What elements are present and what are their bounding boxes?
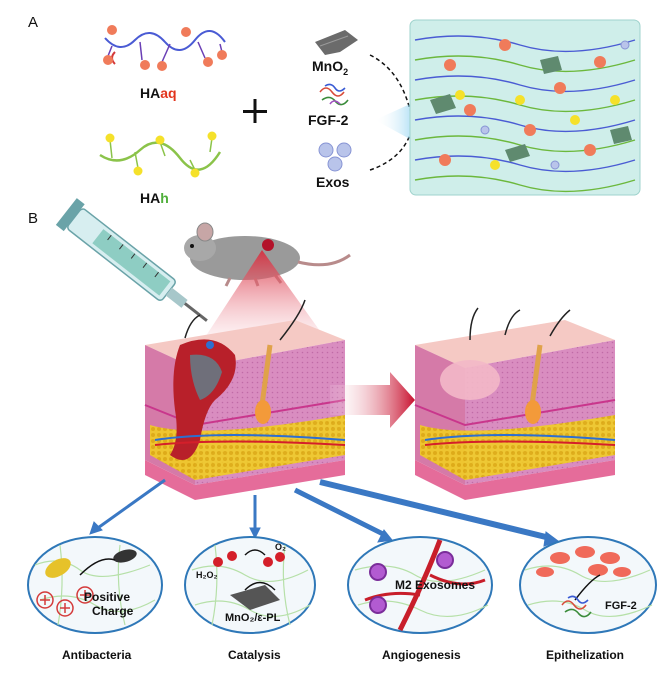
- positive-charge-label-2: Charge: [92, 604, 134, 618]
- mno2-label: MnO2: [312, 58, 348, 77]
- hah-polymer-icon: [99, 131, 222, 178]
- hah-label-suffix: h: [160, 190, 169, 206]
- skin-healed-block: [414, 307, 616, 500]
- skin-wounded-block: [144, 299, 346, 500]
- mno2-sheet-icon: [315, 30, 358, 55]
- haaq-label-prefix: HA: [140, 85, 161, 101]
- panel-a-label: A: [28, 14, 39, 31]
- antibacteria-circle: [27, 536, 163, 634]
- haaq-label-suffix: aq: [160, 85, 177, 101]
- epithelization-circle: [519, 536, 657, 634]
- positive-charge-label-1: Positive: [84, 590, 131, 604]
- catalysis-circle: [184, 536, 316, 634]
- fgf2-protein-icon: [319, 83, 349, 106]
- h2o2-label: H₂O₂: [196, 570, 218, 580]
- plus-icon: [243, 99, 267, 123]
- hah-label: HAh: [140, 190, 169, 206]
- panel-b-label: B: [28, 210, 39, 227]
- mno2-epl-label: MnO₂/ε-PL: [225, 612, 281, 624]
- catalysis-caption: Catalysis: [228, 648, 281, 662]
- o2-label: O₂: [275, 542, 286, 552]
- antibacteria-caption: Antibacteria: [62, 648, 132, 662]
- angiogenesis-circle: [347, 536, 493, 634]
- m2-exosomes-label: M2 Exosomes: [395, 578, 476, 592]
- hydrogel-network-icon: [409, 19, 641, 196]
- angiogenesis-caption: Angiogenesis: [382, 648, 461, 662]
- haaq-polymer-icon: [103, 25, 227, 71]
- mno2-label-sub: 2: [343, 66, 349, 77]
- mno2-label-base: MnO: [312, 58, 344, 74]
- exos-spheres-icon: [318, 142, 352, 172]
- healing-arrow: [330, 372, 415, 428]
- dashed-arrow-bottom: [369, 134, 411, 171]
- haaq-label: HAaq: [140, 85, 177, 101]
- epithelization-caption: Epithelization: [546, 648, 624, 662]
- syringe-icon: [55, 198, 208, 322]
- exos-label: Exos: [316, 174, 350, 190]
- fgf2-label-b: FGF-2: [605, 600, 637, 612]
- fgf2-label-a: FGF-2: [308, 112, 349, 128]
- mechanism-arrows: [89, 478, 560, 547]
- dashed-arrow-top: [369, 54, 411, 111]
- hah-label-prefix: HA: [140, 190, 161, 206]
